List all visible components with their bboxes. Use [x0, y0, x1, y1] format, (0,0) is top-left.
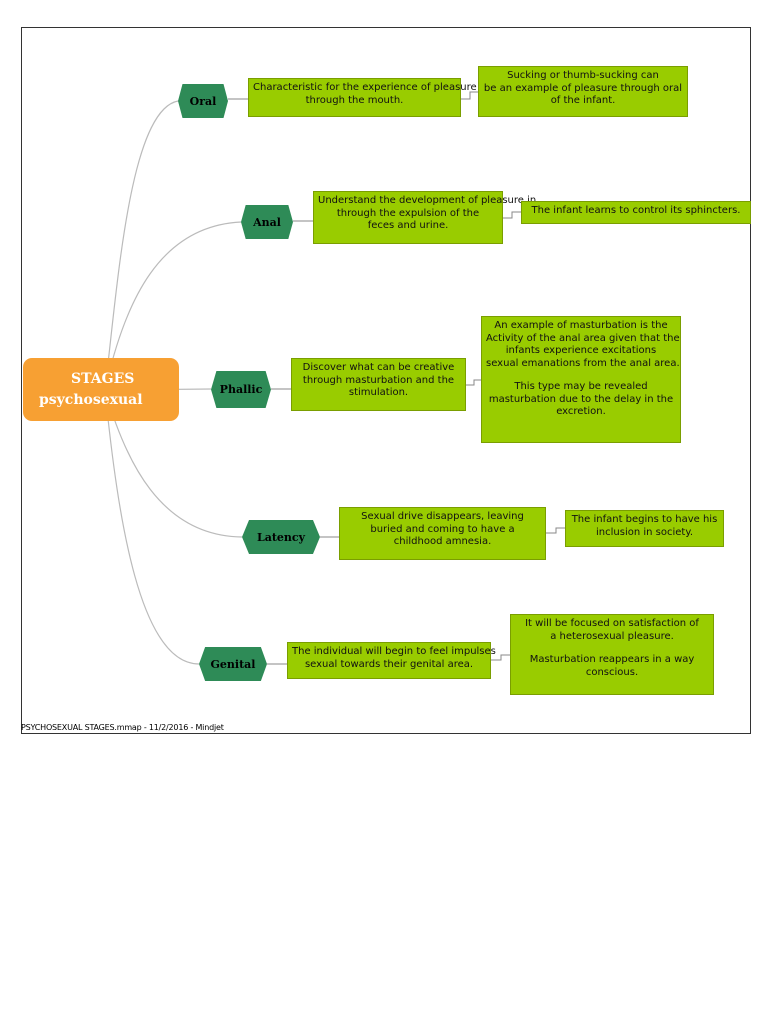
stage-oral[interactable]: Oral — [178, 84, 228, 118]
branch-oral — [104, 100, 179, 391]
detail-genital-line: conscious. — [585, 666, 639, 678]
description-phallic[interactable]: Discover what can be creative through ma… — [291, 358, 466, 411]
detail-phallic-line: Activity of the anal area given that the — [486, 332, 680, 344]
detail-latency[interactable]: The infant begins to have his inclusion … — [565, 510, 724, 547]
description-oral[interactable]: Characteristic for the experience of ple… — [248, 78, 490, 117]
detail-genital[interactable]: It will be focused on satisfaction of a … — [510, 614, 714, 695]
description-anal-line: Understand the development of pleasure i… — [318, 195, 537, 206]
description-anal-line: through the expulsion of the — [336, 207, 480, 219]
diagram-frame — [21, 27, 751, 734]
detail-oral-line: Sucking or thumb-sucking can — [507, 70, 659, 81]
description-latency[interactable]: Sexual drive disappears, leaving buried … — [339, 507, 546, 560]
detail-phallic-line: sexual emanations from the anal area. — [486, 357, 680, 369]
central-topic-line2: psychosexual — [39, 392, 143, 408]
central-topic[interactable]: STAGES psychosexual — [23, 358, 179, 421]
link-latency-detail — [546, 527, 565, 534]
detail-anal-line: The infant learns to control its sphinct… — [531, 205, 741, 216]
description-phallic-line: through masturbation and the — [302, 374, 455, 386]
description-phallic-line: Discover what can be creative — [302, 362, 455, 373]
branch-anal — [104, 221, 242, 391]
detail-genital-spacer — [515, 643, 709, 654]
central-topic-line1: STAGES — [71, 371, 135, 387]
detail-phallic-line: infants experience excitations — [505, 345, 657, 356]
link-oral-detail — [461, 91, 478, 100]
detail-latency-line: inclusion in society. — [596, 526, 693, 538]
description-latency-line: childhood amnesia. — [393, 536, 492, 547]
detail-phallic-line: This type may be revealed — [514, 381, 648, 392]
description-genital-line: The individual will begin to feel impuls… — [292, 646, 496, 657]
stage-phallic[interactable]: Phallic — [211, 371, 271, 408]
detail-genital-line: a heterosexual pleasure. — [550, 630, 674, 642]
branch-genital — [104, 389, 200, 665]
link-phallic-detail — [466, 379, 481, 386]
description-genital[interactable]: The individual will begin to feel impuls… — [287, 642, 496, 679]
detail-oral[interactable]: Sucking or thumb-sucking can be an examp… — [478, 66, 688, 117]
detail-latency-line: The infant begins to have his — [571, 514, 718, 525]
link-genital-detail — [491, 654, 510, 661]
detail-genital-line: It will be focused on satisfaction of — [525, 618, 699, 629]
detail-genital-line: Masturbation reappears in a way — [529, 654, 695, 665]
link-anal-detail — [503, 211, 521, 219]
description-latency-line: buried and coming to have a — [370, 523, 515, 535]
description-anal-line: feces and urine. — [367, 220, 449, 231]
detail-oral-line: be an example of pleasure through oral — [483, 82, 683, 94]
description-oral-line: through the mouth. — [305, 94, 404, 106]
file-footer: PSYCHOSEXUAL STAGES.mmap - 11/2/2016 - M… — [21, 723, 224, 732]
description-genital-line: sexual towards their genital area. — [304, 658, 474, 670]
detail-phallic-spacer — [486, 370, 676, 381]
stage-latency[interactable]: Latency — [242, 520, 320, 554]
description-anal[interactable]: Understand the development of pleasure i… — [313, 191, 537, 244]
stage-anal[interactable]: Anal — [241, 205, 293, 239]
detail-anal[interactable]: The infant learns to control its sphinct… — [521, 201, 751, 224]
description-oral-line: Characteristic for the experience of ple… — [253, 82, 490, 93]
detail-phallic-line: masturbation due to the delay in the — [488, 393, 674, 405]
stage-genital[interactable]: Genital — [199, 647, 267, 681]
description-phallic-line: stimulation. — [348, 387, 409, 398]
description-latency-line: Sexual drive disappears, leaving — [361, 511, 524, 522]
detail-phallic[interactable]: An example of masturbation is the Activi… — [481, 316, 681, 443]
detail-phallic-line: excretion. — [556, 406, 606, 417]
detail-phallic-line: An example of masturbation is the — [494, 320, 668, 331]
detail-oral-line: of the infant. — [550, 95, 616, 106]
